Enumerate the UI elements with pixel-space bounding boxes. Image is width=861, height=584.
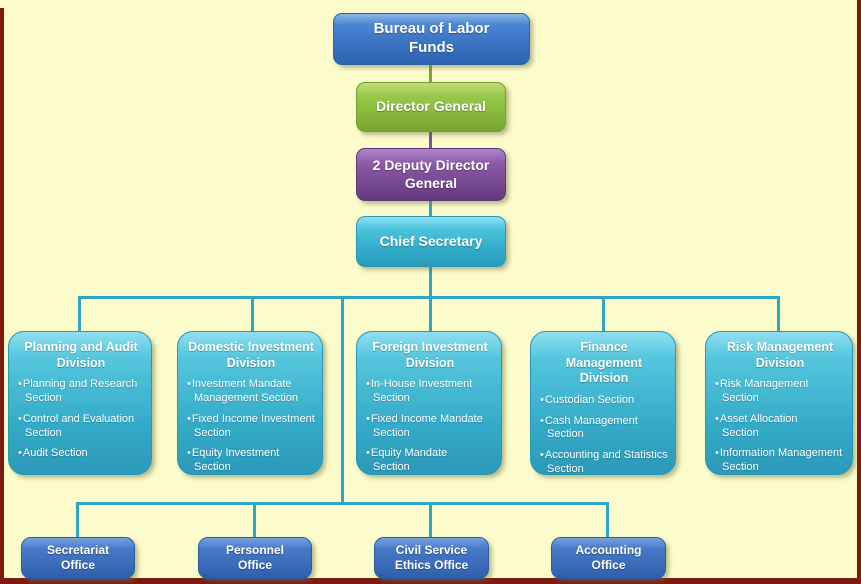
division-section-item: Information Management Section — [715, 447, 845, 475]
connector-drop-division-4 — [777, 296, 780, 332]
connector-drop-division-3 — [602, 296, 605, 332]
secretariat-office-label: Secretariat Office — [46, 543, 110, 572]
chief-secretary-box: Chief Secretary — [356, 216, 506, 267]
division-section-item: Audit Section — [18, 447, 144, 461]
division-box-domestic-investment: Domestic Investment Division Investment … — [177, 331, 323, 475]
division-box-finance-management: Finance Management Division Custodian Se… — [530, 331, 676, 475]
bureau-of-labor-funds-box: Bureau of Labor Funds — [333, 13, 530, 65]
division-title: Risk Management Division — [726, 340, 834, 370]
division-box-foreign-investment: Foreign Investment Division In-House Inv… — [356, 331, 502, 475]
bureau-of-labor-funds-label: Bureau of Labor Funds — [373, 20, 490, 56]
connector-drop-division-2 — [429, 296, 432, 332]
connector-drop-office-3 — [606, 502, 609, 537]
deputy-director-general-box: 2 Deputy Director General — [356, 148, 506, 201]
division-section-item: Asset Allocation Section — [715, 413, 845, 441]
division-section-item: Investment Mandate Management Section — [187, 378, 315, 406]
civil-service-ethics-office-label: Civil Service Ethics Office — [394, 543, 469, 572]
connector-drop-office-2 — [429, 502, 432, 537]
division-section-item: In-House Investment Section — [366, 378, 494, 406]
division-section-item: Cash Management Section — [540, 415, 668, 443]
connector-director-deputy — [429, 130, 432, 148]
connector-chief-divisions — [429, 265, 432, 296]
connector-drop-division-0 — [78, 296, 81, 332]
division-section-item: Custodian Section — [540, 394, 668, 408]
connector-drop-division-1 — [251, 296, 254, 332]
office-box-accounting: Accounting Office — [551, 537, 666, 579]
frame-border-right — [857, 0, 861, 584]
connector-drop-office-0 — [76, 502, 79, 537]
director-general-label: Director General — [376, 98, 486, 115]
connector-trunk-offices — [341, 296, 344, 505]
accounting-office-label: Accounting Office — [575, 543, 642, 572]
division-box-planning-and-audit: Planning and Audit Division Planning and… — [8, 331, 152, 475]
office-box-civil-service-ethics: Civil Service Ethics Office — [374, 537, 489, 579]
division-section-item: Fixed Income Investment Section — [187, 413, 315, 441]
division-section-item: Equity Mandate Section — [366, 447, 494, 475]
division-section-item: Fixed Income Mandate Section — [366, 413, 494, 441]
division-title: Domestic Investment Division — [188, 340, 314, 370]
chief-secretary-label: Chief Secretary — [379, 232, 483, 249]
connector-drop-office-1 — [253, 502, 256, 537]
frame-border-left — [0, 8, 4, 584]
office-box-secretariat: Secretariat Office — [21, 537, 135, 579]
division-section-item: Accounting and Statistics Section — [540, 449, 668, 477]
connector-offices-bus — [76, 502, 608, 505]
connector-deputy-chief — [429, 199, 432, 216]
division-title: Finance Management Division — [565, 340, 643, 386]
personnel-office-label: Personnel Office — [225, 543, 285, 572]
division-section-item: Equity Investment Section — [187, 447, 315, 475]
frame-border-bottom — [0, 578, 861, 584]
division-section-item: Risk Management Section — [715, 378, 845, 406]
office-box-personnel: Personnel Office — [198, 537, 312, 579]
division-section-item: Planning and Research Section — [18, 378, 144, 406]
connector-bureau-director — [429, 63, 432, 82]
division-section-item: Control and Evaluation Section — [18, 413, 144, 441]
division-box-risk-management: Risk Management Division Risk Management… — [705, 331, 853, 475]
director-general-box: Director General — [356, 82, 506, 132]
division-title: Foreign Investment Division — [372, 340, 488, 370]
division-title: Planning and Audit Division — [24, 340, 138, 370]
deputy-director-general-label: 2 Deputy Director General — [372, 157, 490, 191]
